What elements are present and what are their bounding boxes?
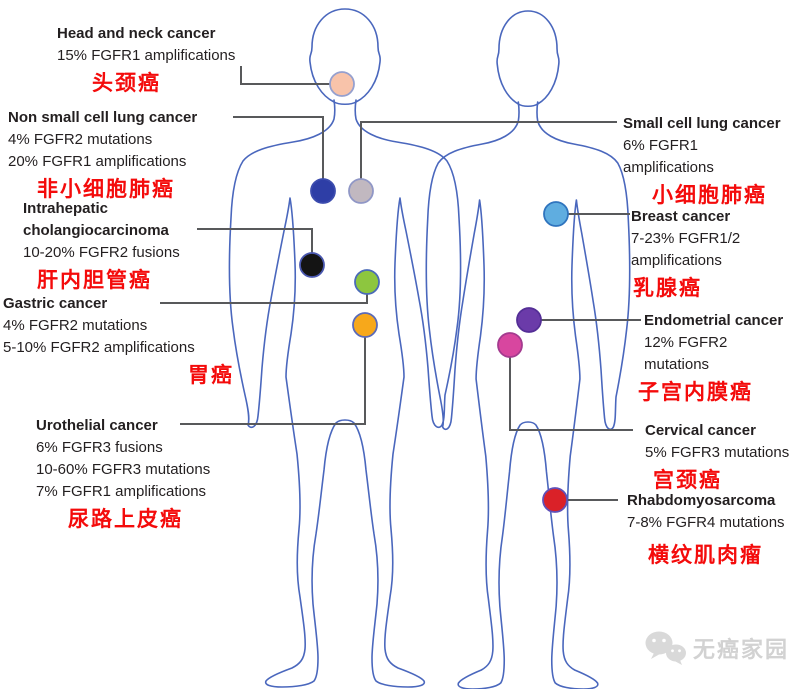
chinese-label: 肝内胆管癌	[37, 269, 152, 292]
annotation-head-neck: Head and neck cancer 15% FGFR1 amplifica…	[57, 23, 257, 97]
annotation-ihcc: Intrahepatic cholangiocarcinoma 10-20% F…	[23, 198, 201, 294]
alteration-line: 5% FGFR3 mutations	[645, 444, 790, 461]
cancer-title: Small cell lung cancer	[623, 115, 781, 132]
cancer-title: Cervical cancer	[645, 422, 756, 439]
alteration-line: 5-10% FGFR2 amplifications	[3, 339, 195, 356]
marker-dot-urothelial	[352, 312, 378, 338]
connector-nsclc	[233, 116, 324, 191]
marker-dot-gastric	[354, 269, 380, 295]
marker-dot-nsclc	[310, 178, 336, 204]
wechat-icon	[645, 631, 686, 665]
marker-dot-endometrial	[516, 307, 542, 333]
cancer-title: Endometrial cancer	[644, 312, 784, 329]
connector-sclc	[360, 121, 617, 191]
alteration-line: amplifications	[631, 252, 722, 269]
marker-dot-head-neck	[329, 71, 355, 97]
chinese-label: 乳腺癌	[633, 277, 702, 300]
marker-dot-sclc	[348, 178, 374, 204]
annotation-rhabdomyosarcoma: Rhabdomyosarcoma 7-8% FGFR4 mutations 横纹…	[627, 490, 800, 569]
cancer-title: Non small cell lung cancer	[8, 109, 198, 126]
cancer-title: Intrahepatic cholangiocarcinoma	[23, 200, 169, 239]
marker-dot-breast	[543, 201, 569, 227]
tumor-site-markers	[299, 71, 569, 513]
watermark: 无癌家园	[644, 630, 789, 666]
chinese-label: 子宫内膜癌	[638, 381, 753, 404]
alteration-line: 7% FGFR1 amplifications	[36, 483, 207, 500]
alteration-line: mutations	[644, 356, 710, 373]
left-body-outline	[228, 8, 462, 688]
marker-dot-ihcc	[299, 252, 325, 278]
cancer-title: Urothelial cancer	[36, 417, 158, 434]
alteration-line: 10-60% FGFR3 mutations	[36, 461, 211, 478]
connector-urothelial	[180, 325, 366, 425]
cancer-title: Gastric cancer	[3, 295, 108, 312]
connector-cervical	[509, 345, 633, 431]
connector-lines	[160, 66, 641, 501]
chinese-label: 小细胞肺癌	[652, 184, 767, 207]
chinese-label: 横纹肌肉瘤	[648, 544, 763, 567]
chinese-label: 头颈癌	[92, 72, 161, 95]
cancer-title: Breast cancer	[631, 208, 731, 225]
annotation-gastric: Gastric cancer 4% FGFR2 mutations 5-10% …	[3, 293, 235, 389]
chinese-label: 胃癌	[188, 364, 234, 387]
watermark-text: 无癌家园	[693, 637, 790, 662]
annotation-endometrial: Endometrial cancer 12% FGFR2 mutations 子…	[638, 310, 794, 406]
alteration-line: 15% FGFR1 amplifications	[57, 47, 236, 64]
alteration-line: 6% FGFR3 fusions	[36, 439, 163, 456]
connector-head-neck	[240, 66, 342, 85]
annotation-cervical: Cervical cancer 5% FGFR3 mutations 宫颈癌	[645, 420, 800, 494]
alteration-line: 7-23% FGFR1/2	[631, 230, 741, 247]
cancer-title: Head and neck cancer	[57, 25, 216, 42]
right-body-outline	[425, 10, 631, 689]
marker-dot-cervical	[497, 332, 523, 358]
marker-dot-rhabdomyosarcoma	[542, 487, 568, 513]
alteration-line: 4% FGFR2 mutations	[8, 131, 153, 148]
annotation-urothelial: Urothelial cancer 6% FGFR3 fusions 10-60…	[36, 415, 246, 533]
annotation-sclc: Small cell lung cancer 6% FGFR1 amplific…	[623, 113, 800, 209]
alteration-line: 6% FGFR1	[623, 137, 699, 154]
alteration-line: amplifications	[623, 159, 714, 176]
chinese-label: 宫颈癌	[653, 469, 722, 492]
alteration-line: 4% FGFR2 mutations	[3, 317, 148, 334]
chinese-label: 尿路上皮癌	[68, 508, 183, 531]
alteration-line: 20% FGFR1 amplifications	[8, 153, 187, 170]
alteration-line: 12% FGFR2	[644, 334, 728, 351]
annotation-breast: Breast cancer 7-23% FGFR1/2 amplificatio…	[631, 206, 786, 302]
cancer-title: Rhabdomyosarcoma	[627, 492, 776, 509]
alteration-line: 7-8% FGFR4 mutations	[627, 514, 785, 531]
chinese-label: 非小细胞肺癌	[37, 178, 175, 201]
annotation-nsclc: Non small cell lung cancer 4% FGFR2 muta…	[8, 107, 236, 203]
alteration-line: 10-20% FGFR2 fusions	[23, 244, 180, 261]
